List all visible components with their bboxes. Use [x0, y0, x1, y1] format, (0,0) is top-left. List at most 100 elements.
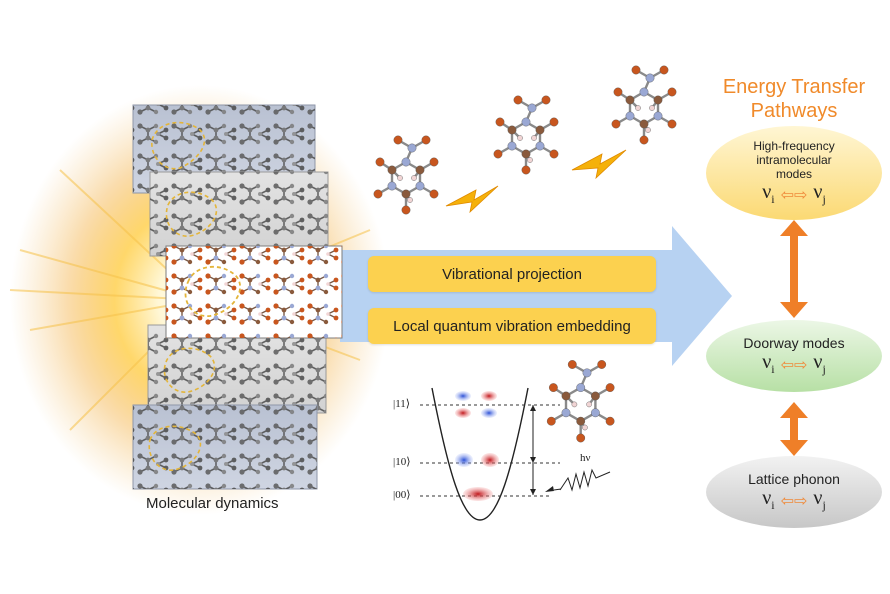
potential-well: [420, 387, 560, 521]
atom: [635, 105, 641, 111]
md-slab-highlight: [165, 245, 343, 339]
atom: [535, 125, 545, 135]
atom: [613, 87, 623, 97]
atom: [576, 433, 586, 443]
high-frequency-line2: intramolecular: [756, 153, 832, 167]
coupling-arrow-top: [780, 220, 808, 318]
state-11-label: |11⟩: [393, 398, 411, 410]
md-slab-stack: [132, 104, 343, 490]
atom: [649, 105, 655, 111]
atom: [653, 111, 663, 121]
atom: [546, 416, 556, 426]
atom: [401, 157, 411, 167]
atom: [576, 416, 586, 426]
atom: [645, 73, 655, 83]
atom: [591, 408, 600, 418]
atom: [401, 205, 411, 215]
atom: [653, 95, 663, 105]
high-frequency-mode-pair: νi ⇦⇨ νj: [762, 181, 826, 207]
atom: [521, 165, 531, 175]
atom: [639, 135, 649, 145]
molecule-stage-1: [373, 135, 439, 215]
exchange-arrow-icon: ⇦⇨: [780, 490, 808, 510]
wavefunction-10: [455, 453, 499, 467]
nu-j: νj: [813, 351, 826, 376]
atom: [571, 401, 578, 408]
atom: [582, 368, 592, 378]
lattice-node: Lattice phonon νi ⇦⇨ νj: [706, 456, 882, 528]
lattice-mode-pair: νi ⇦⇨ νj: [762, 487, 826, 513]
atom: [407, 143, 417, 153]
atom: [597, 360, 607, 369]
atom: [639, 119, 649, 129]
atom: [493, 149, 503, 159]
atom: [586, 401, 592, 408]
vibrational-projection-label: Vibrational projection: [368, 256, 656, 292]
exchange-arrow-icon: ⇦⇨: [780, 184, 808, 204]
atom: [639, 87, 649, 97]
atom: [605, 383, 615, 392]
atom: [561, 391, 571, 401]
atom: [507, 141, 517, 151]
projection-arrow: [340, 226, 732, 366]
atom: [645, 127, 651, 133]
state-10-label: |10⟩: [393, 456, 411, 468]
atom: [527, 157, 533, 163]
molecule-stage-2: [493, 95, 559, 175]
atom: [567, 360, 577, 369]
atom: [549, 383, 558, 392]
lightning-bolt-1: [445, 185, 499, 214]
embedded-molecule: [546, 360, 615, 443]
atom: [625, 111, 635, 121]
doorway-node: Doorway modes νi ⇦⇨ νj: [706, 320, 882, 392]
atom: [517, 135, 523, 141]
local-embedding-label: Local quantum vibration embedding: [368, 308, 656, 344]
atom: [611, 119, 621, 129]
molecule-sequence: [373, 65, 677, 215]
atom: [667, 119, 677, 129]
atom: [541, 95, 551, 105]
high-frequency-line1: High-frequency: [753, 139, 835, 153]
atom: [393, 135, 403, 145]
md-slab-2: [149, 171, 329, 257]
lightning-bolt-2: [571, 149, 627, 180]
molecule-stage-3: [611, 65, 677, 145]
wavefunction-11: [455, 391, 497, 418]
atom: [401, 189, 411, 199]
wavefunction-00: [463, 487, 493, 501]
atom: [429, 157, 439, 167]
title-line1: Energy Transfer: [722, 76, 866, 98]
atom: [531, 135, 537, 141]
atom: [387, 181, 397, 191]
atom: [535, 141, 545, 151]
atom: [561, 408, 571, 418]
md-slab-3: [147, 324, 327, 414]
atom: [513, 95, 523, 105]
atom: [495, 117, 505, 127]
nu-i: νi: [762, 487, 775, 512]
high-frequency-node: High-frequency intramolecular modes νi ⇦…: [706, 126, 882, 220]
atom: [521, 149, 531, 159]
doorway-mode-pair: νi ⇦⇨ νj: [762, 351, 826, 377]
atom: [582, 424, 588, 431]
coupling-arrow-bottom: [780, 402, 808, 456]
atom: [591, 391, 600, 401]
atom: [373, 189, 383, 199]
atom: [549, 149, 559, 159]
atom: [387, 165, 397, 175]
title-line2: Pathways: [750, 100, 838, 122]
nu-j: νj: [813, 487, 826, 512]
atom: [527, 103, 537, 113]
atom: [667, 87, 677, 97]
atom: [507, 125, 517, 135]
atom: [659, 65, 669, 75]
atom: [521, 117, 531, 127]
atom: [549, 117, 559, 127]
atom: [631, 65, 641, 75]
atom: [421, 135, 431, 145]
atom: [375, 157, 385, 167]
nu-j: νj: [813, 181, 826, 206]
atom: [576, 383, 586, 392]
atom: [429, 189, 439, 199]
doorway-label: Doorway modes: [743, 335, 845, 351]
